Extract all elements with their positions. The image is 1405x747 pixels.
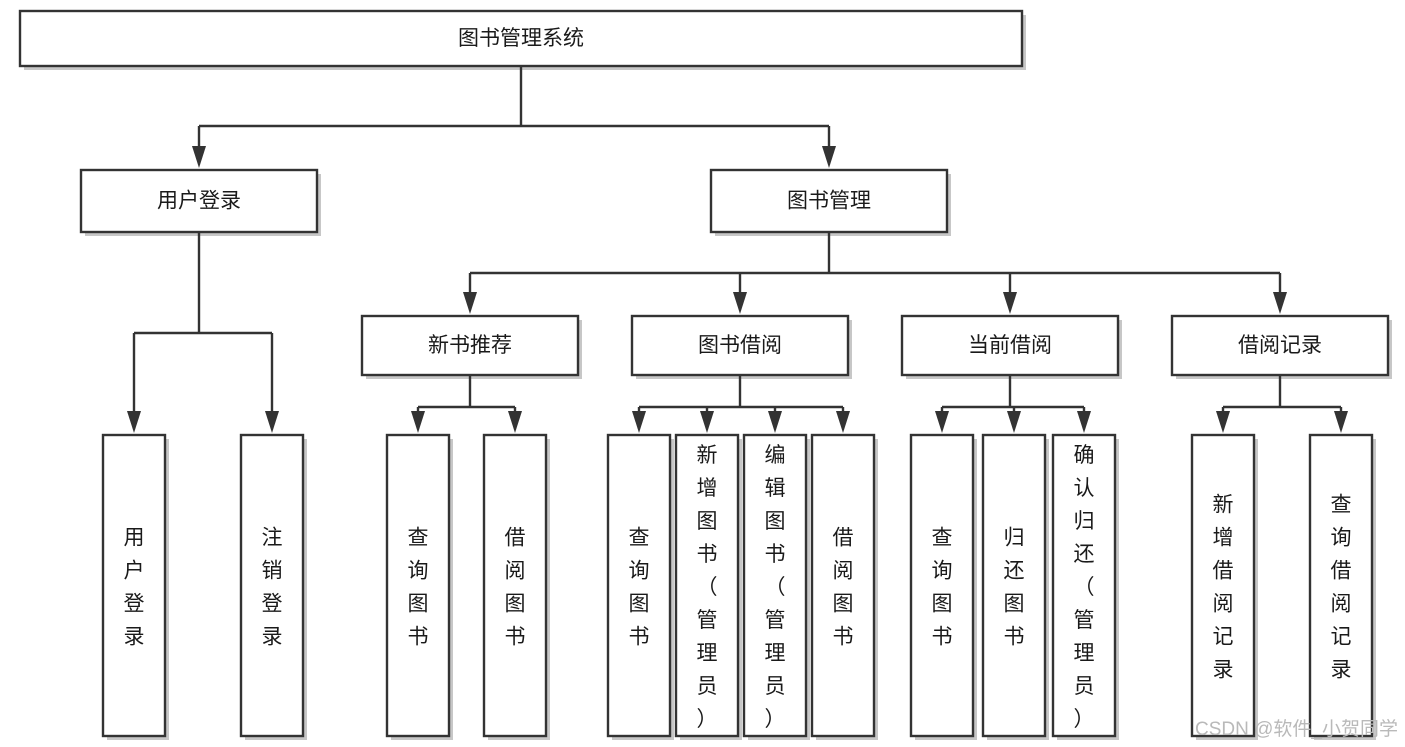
- node-leaf-add-book[interactable]: 新增图书（管理员）: [674, 433, 742, 740]
- node-rect[interactable]: [1308, 433, 1374, 738]
- node-rect[interactable]: [1051, 433, 1117, 738]
- node-label: 当前借阅: [968, 334, 1052, 357]
- arrow-head: [463, 292, 477, 314]
- arrow-head: [265, 411, 279, 433]
- node-rect[interactable]: [674, 433, 740, 738]
- arrow-head: [1273, 292, 1287, 314]
- node-rect[interactable]: [79, 168, 319, 234]
- node-book-management[interactable]: 图书管理: [709, 168, 951, 236]
- node-label: 查询图书: [932, 527, 953, 649]
- arrow-head: [935, 411, 949, 433]
- node-leaf-query-book-2[interactable]: 查询图书: [606, 433, 674, 740]
- node-label: 用户登录: [157, 190, 241, 213]
- node-label: 图书管理: [787, 190, 871, 213]
- node-rect[interactable]: [909, 433, 975, 738]
- node-label: 新书推荐: [428, 334, 512, 357]
- node-root[interactable]: 图书管理系统: [18, 9, 1026, 70]
- node-label: 用户登录: [124, 527, 145, 649]
- node-label: 新增借阅记录: [1213, 494, 1234, 682]
- node-rect[interactable]: [1170, 314, 1390, 377]
- node-label: 借阅记录: [1238, 334, 1322, 357]
- node-label: 借阅图书: [505, 527, 526, 649]
- node-leaf-edit-book[interactable]: 编辑图书（管理员）: [742, 433, 810, 740]
- node-label: 确认归还（管理员）: [1074, 444, 1095, 731]
- node-rect[interactable]: [810, 433, 876, 738]
- arrow-head: [1216, 411, 1230, 433]
- node-leaf-borrow-book-2[interactable]: 借阅图书: [810, 433, 878, 740]
- node-rect[interactable]: [900, 314, 1120, 377]
- node-rect[interactable]: [630, 314, 850, 377]
- node-label: 新增图书（管理员）: [697, 444, 718, 731]
- node-leaf-borrow-book-1[interactable]: 借阅图书: [482, 433, 550, 740]
- node-rect[interactable]: [18, 9, 1024, 68]
- node-book-borrow[interactable]: 图书借阅: [630, 314, 852, 379]
- node-rect[interactable]: [239, 433, 305, 738]
- node-label: 图书借阅: [698, 334, 782, 357]
- node-leaf-user-logout[interactable]: 注销登录: [239, 433, 307, 740]
- arrow-head: [733, 292, 747, 314]
- node-leaf-query-book-3[interactable]: 查询图书: [909, 433, 977, 740]
- node-borrow-records[interactable]: 借阅记录: [1170, 314, 1392, 379]
- node-leaf-confirm-return[interactable]: 确认归还（管理员）: [1051, 433, 1119, 740]
- node-label: 借阅图书: [833, 527, 854, 649]
- arrow-head: [836, 411, 850, 433]
- arrow-head: [1003, 292, 1017, 314]
- node-leaf-add-borrow-record[interactable]: 新增借阅记录: [1190, 433, 1258, 740]
- node-label: 注销登录: [262, 527, 283, 649]
- arrow-head: [822, 146, 836, 168]
- arrow-head: [1077, 411, 1091, 433]
- node-rect[interactable]: [606, 433, 672, 738]
- node-rect[interactable]: [709, 168, 949, 234]
- node-label: 查询图书: [629, 527, 650, 649]
- arrow-head: [411, 411, 425, 433]
- arrow-head: [768, 411, 782, 433]
- node-label: 编辑图书（管理员）: [765, 444, 786, 731]
- node-label: 查询图书: [408, 527, 429, 649]
- node-label: 归还图书: [1004, 527, 1025, 649]
- arrow-head: [127, 411, 141, 433]
- node-user-login[interactable]: 用户登录: [79, 168, 321, 236]
- node-leaf-query-book-1[interactable]: 查询图书: [385, 433, 453, 740]
- node-leaf-return-book[interactable]: 归还图书: [981, 433, 1049, 740]
- csdn-watermark: CSDN @软件_小贺同学: [1195, 718, 1398, 740]
- arrow-head: [1334, 411, 1348, 433]
- node-leaf-user-login[interactable]: 用户登录: [101, 433, 169, 740]
- arrow-head: [700, 411, 714, 433]
- arrow-head: [1007, 411, 1021, 433]
- arrow-head: [632, 411, 646, 433]
- node-rect[interactable]: [385, 433, 451, 738]
- node-label: 查询借阅记录: [1331, 494, 1352, 682]
- node-rect[interactable]: [742, 433, 808, 738]
- node-rect[interactable]: [1190, 433, 1256, 738]
- node-current-borrow[interactable]: 当前借阅: [900, 314, 1122, 379]
- node-rect[interactable]: [981, 433, 1047, 738]
- arrow-head: [192, 146, 206, 168]
- node-rect[interactable]: [482, 433, 548, 738]
- node-leaf-query-borrow-record[interactable]: 查询借阅记录: [1308, 433, 1376, 740]
- arrow-head: [508, 411, 522, 433]
- node-rect[interactable]: [101, 433, 167, 738]
- node-label: 图书管理系统: [458, 27, 584, 50]
